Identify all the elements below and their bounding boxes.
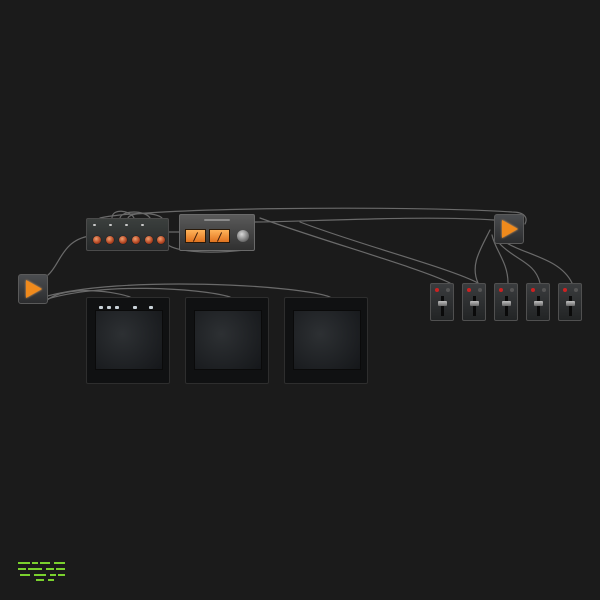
fader-handle[interactable] xyxy=(438,301,447,306)
fader-track xyxy=(505,296,508,316)
fader-led xyxy=(467,288,471,292)
gain-knob[interactable] xyxy=(132,236,140,244)
vu-meter-module[interactable] xyxy=(179,214,255,251)
screen-led xyxy=(149,306,153,309)
screen-3[interactable] xyxy=(284,297,368,384)
gain-knob[interactable] xyxy=(119,236,127,244)
fader-handle[interactable] xyxy=(470,301,479,306)
screen-1[interactable] xyxy=(86,297,170,384)
meter-header-strip xyxy=(204,219,230,221)
fader-4[interactable] xyxy=(526,283,550,321)
fader-led xyxy=(446,288,450,292)
player-right[interactable] xyxy=(494,214,524,244)
fader-track xyxy=(569,296,572,316)
fader-handle[interactable] xyxy=(534,301,543,306)
screen-led xyxy=(99,306,103,309)
fader-track xyxy=(441,296,444,316)
fader-2[interactable] xyxy=(462,283,486,321)
status-led xyxy=(125,224,128,226)
fader-led xyxy=(435,288,439,292)
fader-handle[interactable] xyxy=(502,301,511,306)
fader-led xyxy=(563,288,567,292)
fader-handle[interactable] xyxy=(566,301,575,306)
screen-display xyxy=(95,310,163,370)
screen-2[interactable] xyxy=(185,297,269,384)
fader-led xyxy=(542,288,546,292)
fader-led xyxy=(531,288,535,292)
fader-track xyxy=(537,296,540,316)
vu-display-left xyxy=(185,229,206,243)
fader-track xyxy=(473,296,476,316)
play-icon xyxy=(26,280,42,298)
gain-knob[interactable] xyxy=(106,236,114,244)
screen-display xyxy=(293,310,361,370)
play-icon xyxy=(502,220,518,238)
brand-logo-icon xyxy=(18,562,65,581)
gain-knob[interactable] xyxy=(93,236,101,244)
screen-display xyxy=(194,310,262,370)
screen-led xyxy=(133,306,137,309)
fader-led xyxy=(574,288,578,292)
status-led xyxy=(93,224,96,226)
screen-led xyxy=(107,306,111,309)
player-left[interactable] xyxy=(18,274,48,304)
mixer-module[interactable] xyxy=(86,218,169,251)
fader-5[interactable] xyxy=(558,283,582,321)
fader-1[interactable] xyxy=(430,283,454,321)
vu-display-right xyxy=(209,229,230,243)
status-led xyxy=(141,224,144,226)
fader-3[interactable] xyxy=(494,283,518,321)
gain-knob[interactable] xyxy=(157,236,165,244)
gain-knob[interactable] xyxy=(145,236,153,244)
fader-led xyxy=(510,288,514,292)
volume-knob[interactable] xyxy=(237,230,249,242)
status-led xyxy=(109,224,112,226)
fader-led xyxy=(499,288,503,292)
screen-led xyxy=(115,306,119,309)
fader-led xyxy=(478,288,482,292)
